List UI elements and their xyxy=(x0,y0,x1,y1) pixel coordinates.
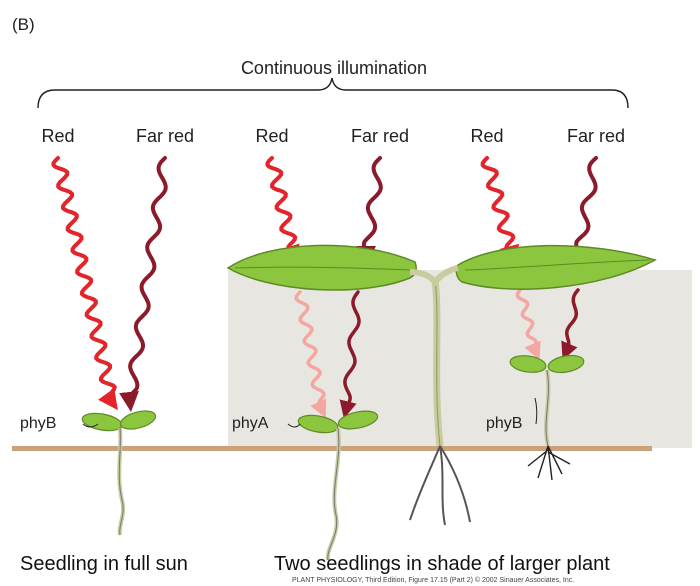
light-waves xyxy=(51,156,598,419)
red-light-arrow-2 xyxy=(265,156,300,266)
red-light-arrow-1 xyxy=(51,156,118,411)
phy-label-3: phyB xyxy=(486,415,522,432)
seedling-shade-phyB xyxy=(509,354,585,481)
large-leaf-right xyxy=(455,244,657,290)
filtered-far-red-arrow-1 xyxy=(339,290,361,419)
label-far-red-1: Far red xyxy=(136,126,194,146)
seedling-full-sun xyxy=(81,410,157,536)
label-red-2: Red xyxy=(255,126,288,146)
filtered-red-arrow-2 xyxy=(515,288,541,361)
red-light-arrow-3 xyxy=(480,156,520,266)
far-red-light-arrow-3 xyxy=(568,156,598,266)
large-plant xyxy=(226,244,657,526)
top-label: Continuous illumination xyxy=(241,58,427,78)
illumination-brace xyxy=(37,77,629,109)
label-far-red-2: Far red xyxy=(351,126,409,146)
label-far-red-3: Far red xyxy=(567,126,625,146)
soil-line xyxy=(12,446,652,451)
caption-full-sun: Seedling in full sun xyxy=(20,553,188,575)
credit-line: PLANT PHYSIOLOGY, Third Edition, Figure … xyxy=(292,576,574,584)
caption-shade: Two seedlings in shade of larger plant xyxy=(274,553,610,575)
label-red-1: Red xyxy=(41,126,74,146)
phy-label-2: phyA xyxy=(232,415,269,432)
seedling-shade-phyA xyxy=(297,410,379,561)
phy-label-1: phyB xyxy=(20,415,56,432)
label-red-3: Red xyxy=(470,126,503,146)
filtered-far-red-arrow-2 xyxy=(561,288,580,361)
far-red-light-arrow-1 xyxy=(119,156,168,412)
panel-label: (B) xyxy=(12,15,35,34)
filtered-red-arrow-1 xyxy=(294,290,327,418)
far-red-light-arrow-2 xyxy=(356,156,383,266)
